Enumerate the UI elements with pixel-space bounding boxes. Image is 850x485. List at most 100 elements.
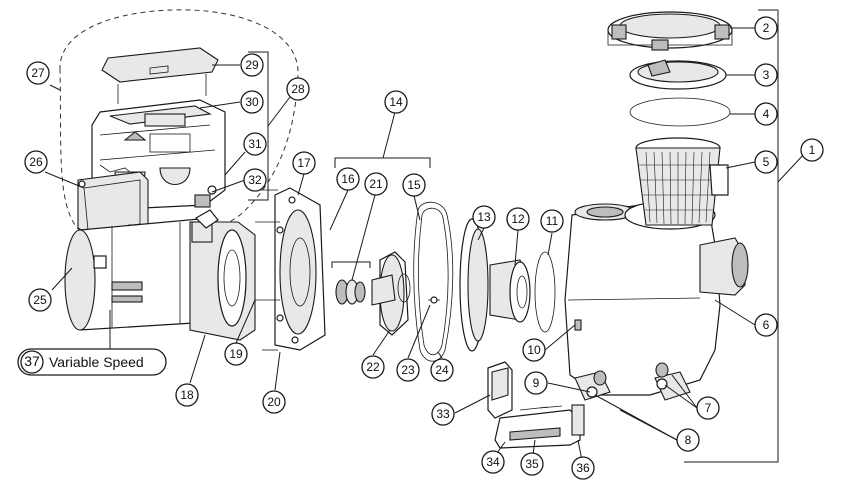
drive-dashed-outline xyxy=(59,9,299,246)
callout-32: 32 xyxy=(243,168,267,192)
shaft-seal xyxy=(335,279,366,305)
callout-circle xyxy=(402,173,426,197)
callout-2: 2 xyxy=(754,16,778,40)
callout-30: 30 xyxy=(240,90,264,114)
callout-number: 16 xyxy=(341,172,355,186)
callout-circle xyxy=(24,150,48,174)
callout-circle xyxy=(754,16,778,40)
diffuser-o-ring xyxy=(534,251,556,333)
callout-circle xyxy=(364,172,388,196)
callout-number: 8 xyxy=(685,433,692,447)
callout-15: 15 xyxy=(402,173,426,197)
callout-circle xyxy=(506,207,530,231)
callout-number: 12 xyxy=(511,212,525,226)
callout-number: 32 xyxy=(248,173,262,187)
callout-number: 23 xyxy=(401,363,415,377)
callout-9: 9 xyxy=(524,371,548,395)
callout-circle xyxy=(520,452,544,476)
callout-circle xyxy=(800,138,824,162)
callout-number: 15 xyxy=(407,178,421,192)
callout-number: 17 xyxy=(297,156,311,170)
callout-number: 35 xyxy=(525,457,539,471)
callout-number: 22 xyxy=(366,360,380,374)
callout-number: 5 xyxy=(763,155,770,169)
callout-number: 2 xyxy=(763,21,770,35)
motor xyxy=(64,209,256,341)
callout-number: 4 xyxy=(763,107,770,121)
callout-number: 36 xyxy=(576,461,590,475)
callout-circle xyxy=(431,402,455,426)
callout-number: 29 xyxy=(245,58,259,72)
callout-21: 21 xyxy=(364,172,388,196)
callout-circle xyxy=(286,77,310,101)
strainer-basket xyxy=(635,137,729,226)
group-brackets xyxy=(248,9,806,463)
diffuser xyxy=(459,218,531,352)
callout-circle xyxy=(754,63,778,87)
variable-speed-text: Variable Speed xyxy=(49,354,144,370)
callout-number: 1 xyxy=(809,143,816,157)
callout-circle xyxy=(430,358,454,382)
callout-number: 6 xyxy=(763,318,770,332)
callout-8: 8 xyxy=(676,428,700,452)
callout-20: 20 xyxy=(262,390,286,414)
impeller xyxy=(371,251,411,336)
lid-o-ring xyxy=(629,97,731,127)
callout-11: 11 xyxy=(540,209,564,233)
variable-speed-number: 37 xyxy=(24,353,40,369)
callout-22: 22 xyxy=(361,355,385,379)
callout-circle xyxy=(522,338,546,362)
callout-circle xyxy=(240,53,264,77)
callout-24: 24 xyxy=(430,358,454,382)
callout-29: 29 xyxy=(240,53,264,77)
seal-plate xyxy=(255,187,326,351)
callout-circle xyxy=(361,355,385,379)
callout-circle xyxy=(676,428,700,452)
callout-circle xyxy=(336,167,360,191)
callout-number: 14 xyxy=(389,95,403,109)
callout-7: 7 xyxy=(696,396,720,420)
keypad-cover xyxy=(101,47,219,104)
callout-31: 31 xyxy=(243,132,267,156)
callout-17: 17 xyxy=(292,151,316,175)
callout-4: 4 xyxy=(754,102,778,126)
callout-6: 6 xyxy=(754,313,778,337)
diffuser-gasket xyxy=(413,201,454,362)
callout-number: 18 xyxy=(180,388,194,402)
variable-speed-label: 37 Variable Speed xyxy=(17,348,167,376)
callout-27: 27 xyxy=(26,61,50,85)
callout-circle xyxy=(481,450,505,474)
callout-circle xyxy=(262,390,286,414)
callout-number: 13 xyxy=(477,210,491,224)
drain-plugs xyxy=(586,362,669,398)
callout-circle xyxy=(696,396,720,420)
callout-14: 14 xyxy=(384,90,408,114)
callout-number: 24 xyxy=(435,363,449,377)
callout-circle xyxy=(754,313,778,337)
callout-circle xyxy=(524,371,548,395)
callout-23: 23 xyxy=(396,358,420,382)
callout-5: 5 xyxy=(754,150,778,174)
callout-circle xyxy=(472,205,496,229)
callout-number: 34 xyxy=(486,455,500,469)
callout-circle xyxy=(175,383,199,407)
callout-1: 1 xyxy=(800,138,824,162)
callout-19: 19 xyxy=(224,342,248,366)
callout-number: 20 xyxy=(267,395,281,409)
callout-number: 26 xyxy=(29,155,43,169)
callout-circle xyxy=(243,132,267,156)
callout-circle xyxy=(224,342,248,366)
callout-number: 25 xyxy=(33,293,47,307)
callout-18: 18 xyxy=(175,383,199,407)
callout-34: 34 xyxy=(481,450,505,474)
callout-number: 31 xyxy=(248,137,262,151)
callout-circle xyxy=(243,168,267,192)
callout-number: 33 xyxy=(436,407,450,421)
callout-number: 11 xyxy=(546,214,559,228)
callout-3: 3 xyxy=(754,63,778,87)
callout-36: 36 xyxy=(571,456,595,480)
callout-16: 16 xyxy=(336,167,360,191)
lid-clamp-ring xyxy=(607,11,733,51)
callout-circle xyxy=(28,288,52,312)
